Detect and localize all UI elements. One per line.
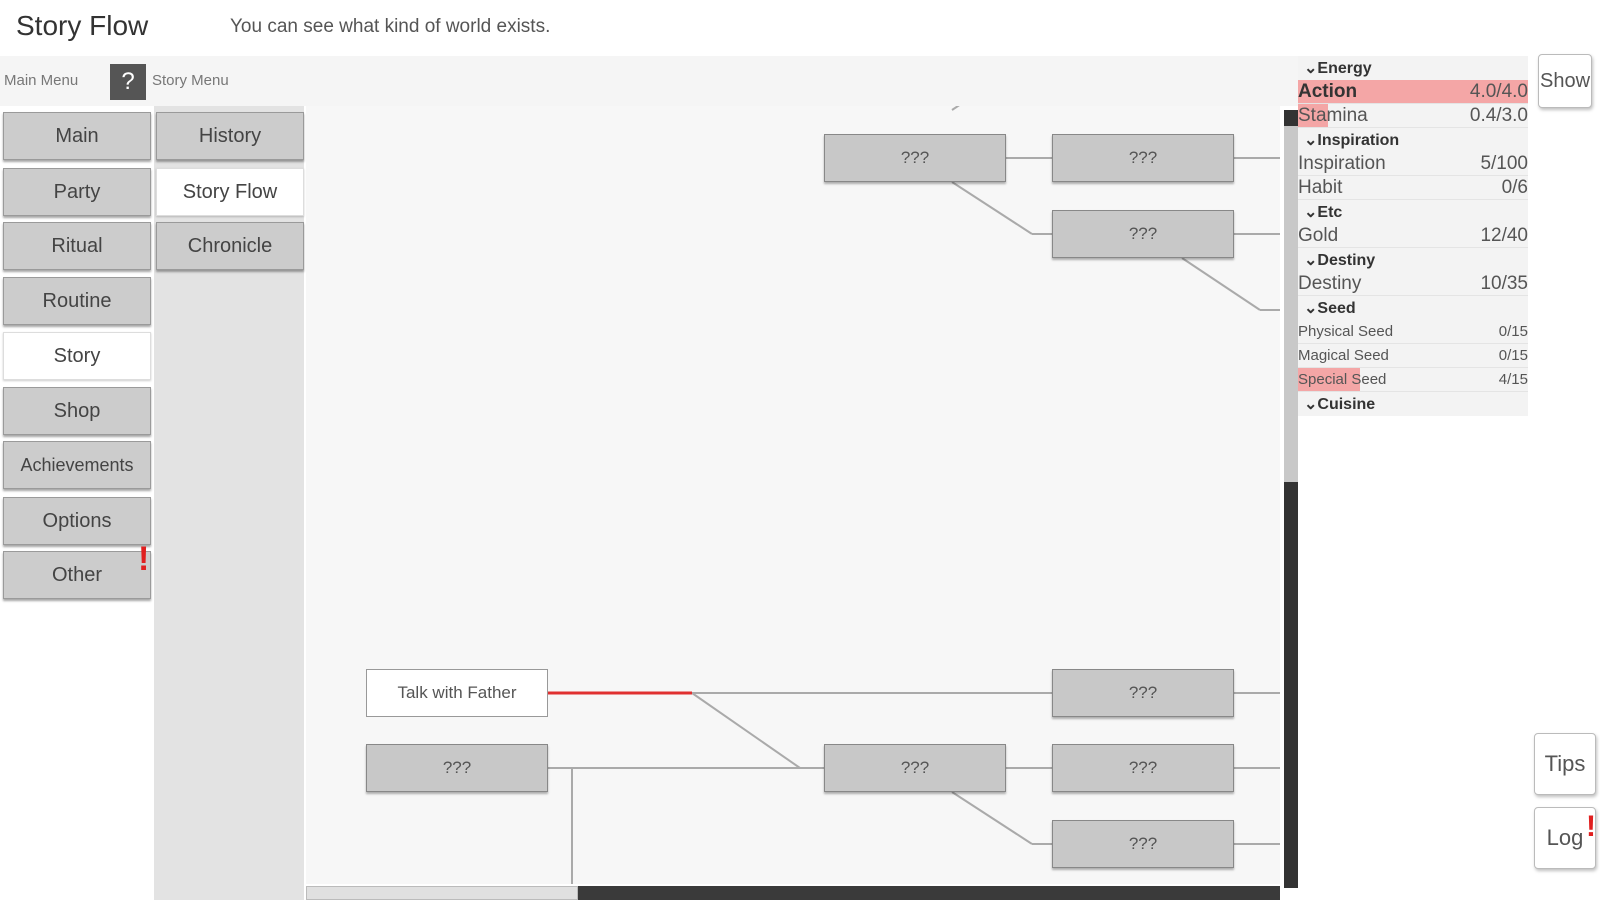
story-flow-canvas[interactable]: ??? ??? ??? Talk with Father ??? ??? ???… xyxy=(306,106,1280,884)
destiny-header[interactable]: ⌄Destiny xyxy=(1298,248,1528,272)
connector xyxy=(951,181,1033,235)
horizontal-scrollbar-thumb[interactable] xyxy=(306,886,578,900)
habit-row: Habit 0/6 xyxy=(1298,176,1528,200)
flow-node-unknown[interactable]: ??? xyxy=(824,134,1006,182)
main-menu-party-button[interactable]: Party xyxy=(3,168,151,216)
magical-seed-row: Magical Seed 0/15 xyxy=(1298,344,1528,368)
action-label: Action xyxy=(1298,80,1358,102)
connector xyxy=(691,692,801,769)
inspiration-row: Inspiration 5/100 xyxy=(1298,152,1528,176)
top-strip xyxy=(0,56,1300,106)
flow-node-unknown[interactable]: ??? xyxy=(1052,669,1234,717)
flow-node-unknown[interactable]: ??? xyxy=(1052,210,1234,258)
destiny-label: Destiny xyxy=(1298,272,1362,294)
stamina-value: 0.4/3.0 xyxy=(1469,104,1528,126)
story-menu-chronicle-button[interactable]: Chronicle xyxy=(156,222,304,270)
special-seed-label: Special Seed xyxy=(1298,371,1387,388)
inspiration-value: 5/100 xyxy=(1480,152,1528,174)
flow-node-unknown[interactable]: ??? xyxy=(366,744,548,792)
main-menu-label: Main Menu xyxy=(4,72,79,89)
show-button[interactable]: Show xyxy=(1538,54,1592,108)
habit-value: 0/6 xyxy=(1501,176,1528,198)
magical-seed-label: Magical Seed xyxy=(1298,347,1389,364)
inspiration-header[interactable]: ⌄Inspiration xyxy=(1298,128,1528,152)
tips-button[interactable]: Tips xyxy=(1534,733,1596,795)
physical-seed-label: Physical Seed xyxy=(1298,323,1394,340)
story-menu-history-button[interactable]: History xyxy=(156,112,304,160)
energy-header[interactable]: ⌄Energy xyxy=(1298,56,1528,80)
gold-label: Gold xyxy=(1298,224,1339,246)
main-menu-ritual-button[interactable]: Ritual xyxy=(3,222,151,270)
stamina-fill xyxy=(1298,104,1328,127)
flow-node-unknown[interactable]: ??? xyxy=(824,744,1006,792)
cuisine-header[interactable]: ⌄Cuisine xyxy=(1298,392,1528,416)
magical-seed-value: 0/15 xyxy=(1498,347,1528,364)
main-menu-story-button[interactable]: Story xyxy=(3,332,151,380)
action-row: Action 4.0/4.0 xyxy=(1298,80,1528,104)
flow-node-unknown[interactable]: ??? xyxy=(1052,134,1234,182)
gold-row: Gold 12/40 xyxy=(1298,224,1528,248)
connector xyxy=(951,106,960,111)
story-menu-story-flow-button[interactable]: Story Flow xyxy=(156,168,304,216)
habit-label: Habit xyxy=(1298,176,1343,198)
log-alert-icon: ! xyxy=(1586,810,1596,843)
resources-panel: ⌄Energy Action 4.0/4.0 Stamina 0.4/3.0 ⌄… xyxy=(1298,56,1528,416)
other-alert-icon: ! xyxy=(138,540,150,578)
seed-header[interactable]: ⌄Seed xyxy=(1298,296,1528,320)
special-seed-value: 4/15 xyxy=(1498,371,1528,388)
flow-node-talk-with-father[interactable]: Talk with Father xyxy=(366,669,548,717)
main-menu-shop-button[interactable]: Shop xyxy=(3,387,151,435)
destiny-value: 10/35 xyxy=(1480,272,1528,294)
page-title: Story Flow xyxy=(16,10,149,41)
destiny-row: Destiny 10/35 xyxy=(1298,272,1528,296)
main-menu-achievements-button[interactable]: Achievements xyxy=(3,441,151,489)
story-menu-label: Story Menu xyxy=(152,72,229,89)
physical-seed-value: 0/15 xyxy=(1498,323,1528,340)
action-fill xyxy=(1298,80,1528,103)
flow-connectors xyxy=(542,106,1280,884)
special-seed-row: Special Seed 4/15 xyxy=(1298,368,1528,392)
inspiration-label: Inspiration xyxy=(1298,152,1386,174)
vertical-scrollbar-thumb[interactable] xyxy=(1284,126,1298,482)
main-menu-other-button[interactable]: Other xyxy=(3,551,151,599)
help-button[interactable]: ? xyxy=(110,64,146,100)
action-value: 4.0/4.0 xyxy=(1469,80,1528,102)
main-menu-options-button[interactable]: Options xyxy=(3,497,151,545)
main-menu-main-button[interactable]: Main xyxy=(3,112,151,160)
log-button-label: Log xyxy=(1546,825,1584,850)
main-menu-routine-button[interactable]: Routine xyxy=(3,277,151,325)
connector xyxy=(1181,257,1261,311)
special-seed-fill xyxy=(1298,368,1361,391)
flow-node-unknown[interactable]: ??? xyxy=(1052,744,1234,792)
flow-node-unknown[interactable]: ??? xyxy=(1052,820,1234,868)
log-button[interactable]: Log xyxy=(1534,807,1596,869)
stamina-label: Stamina xyxy=(1298,104,1368,126)
stamina-row: Stamina 0.4/3.0 xyxy=(1298,104,1528,128)
connector xyxy=(951,791,1033,845)
gold-value: 12/40 xyxy=(1480,224,1528,246)
physical-seed-row: Physical Seed 0/15 xyxy=(1298,320,1528,344)
etc-header[interactable]: ⌄Etc xyxy=(1298,200,1528,224)
page-subtitle: You can see what kind of world exists. xyxy=(230,16,551,37)
